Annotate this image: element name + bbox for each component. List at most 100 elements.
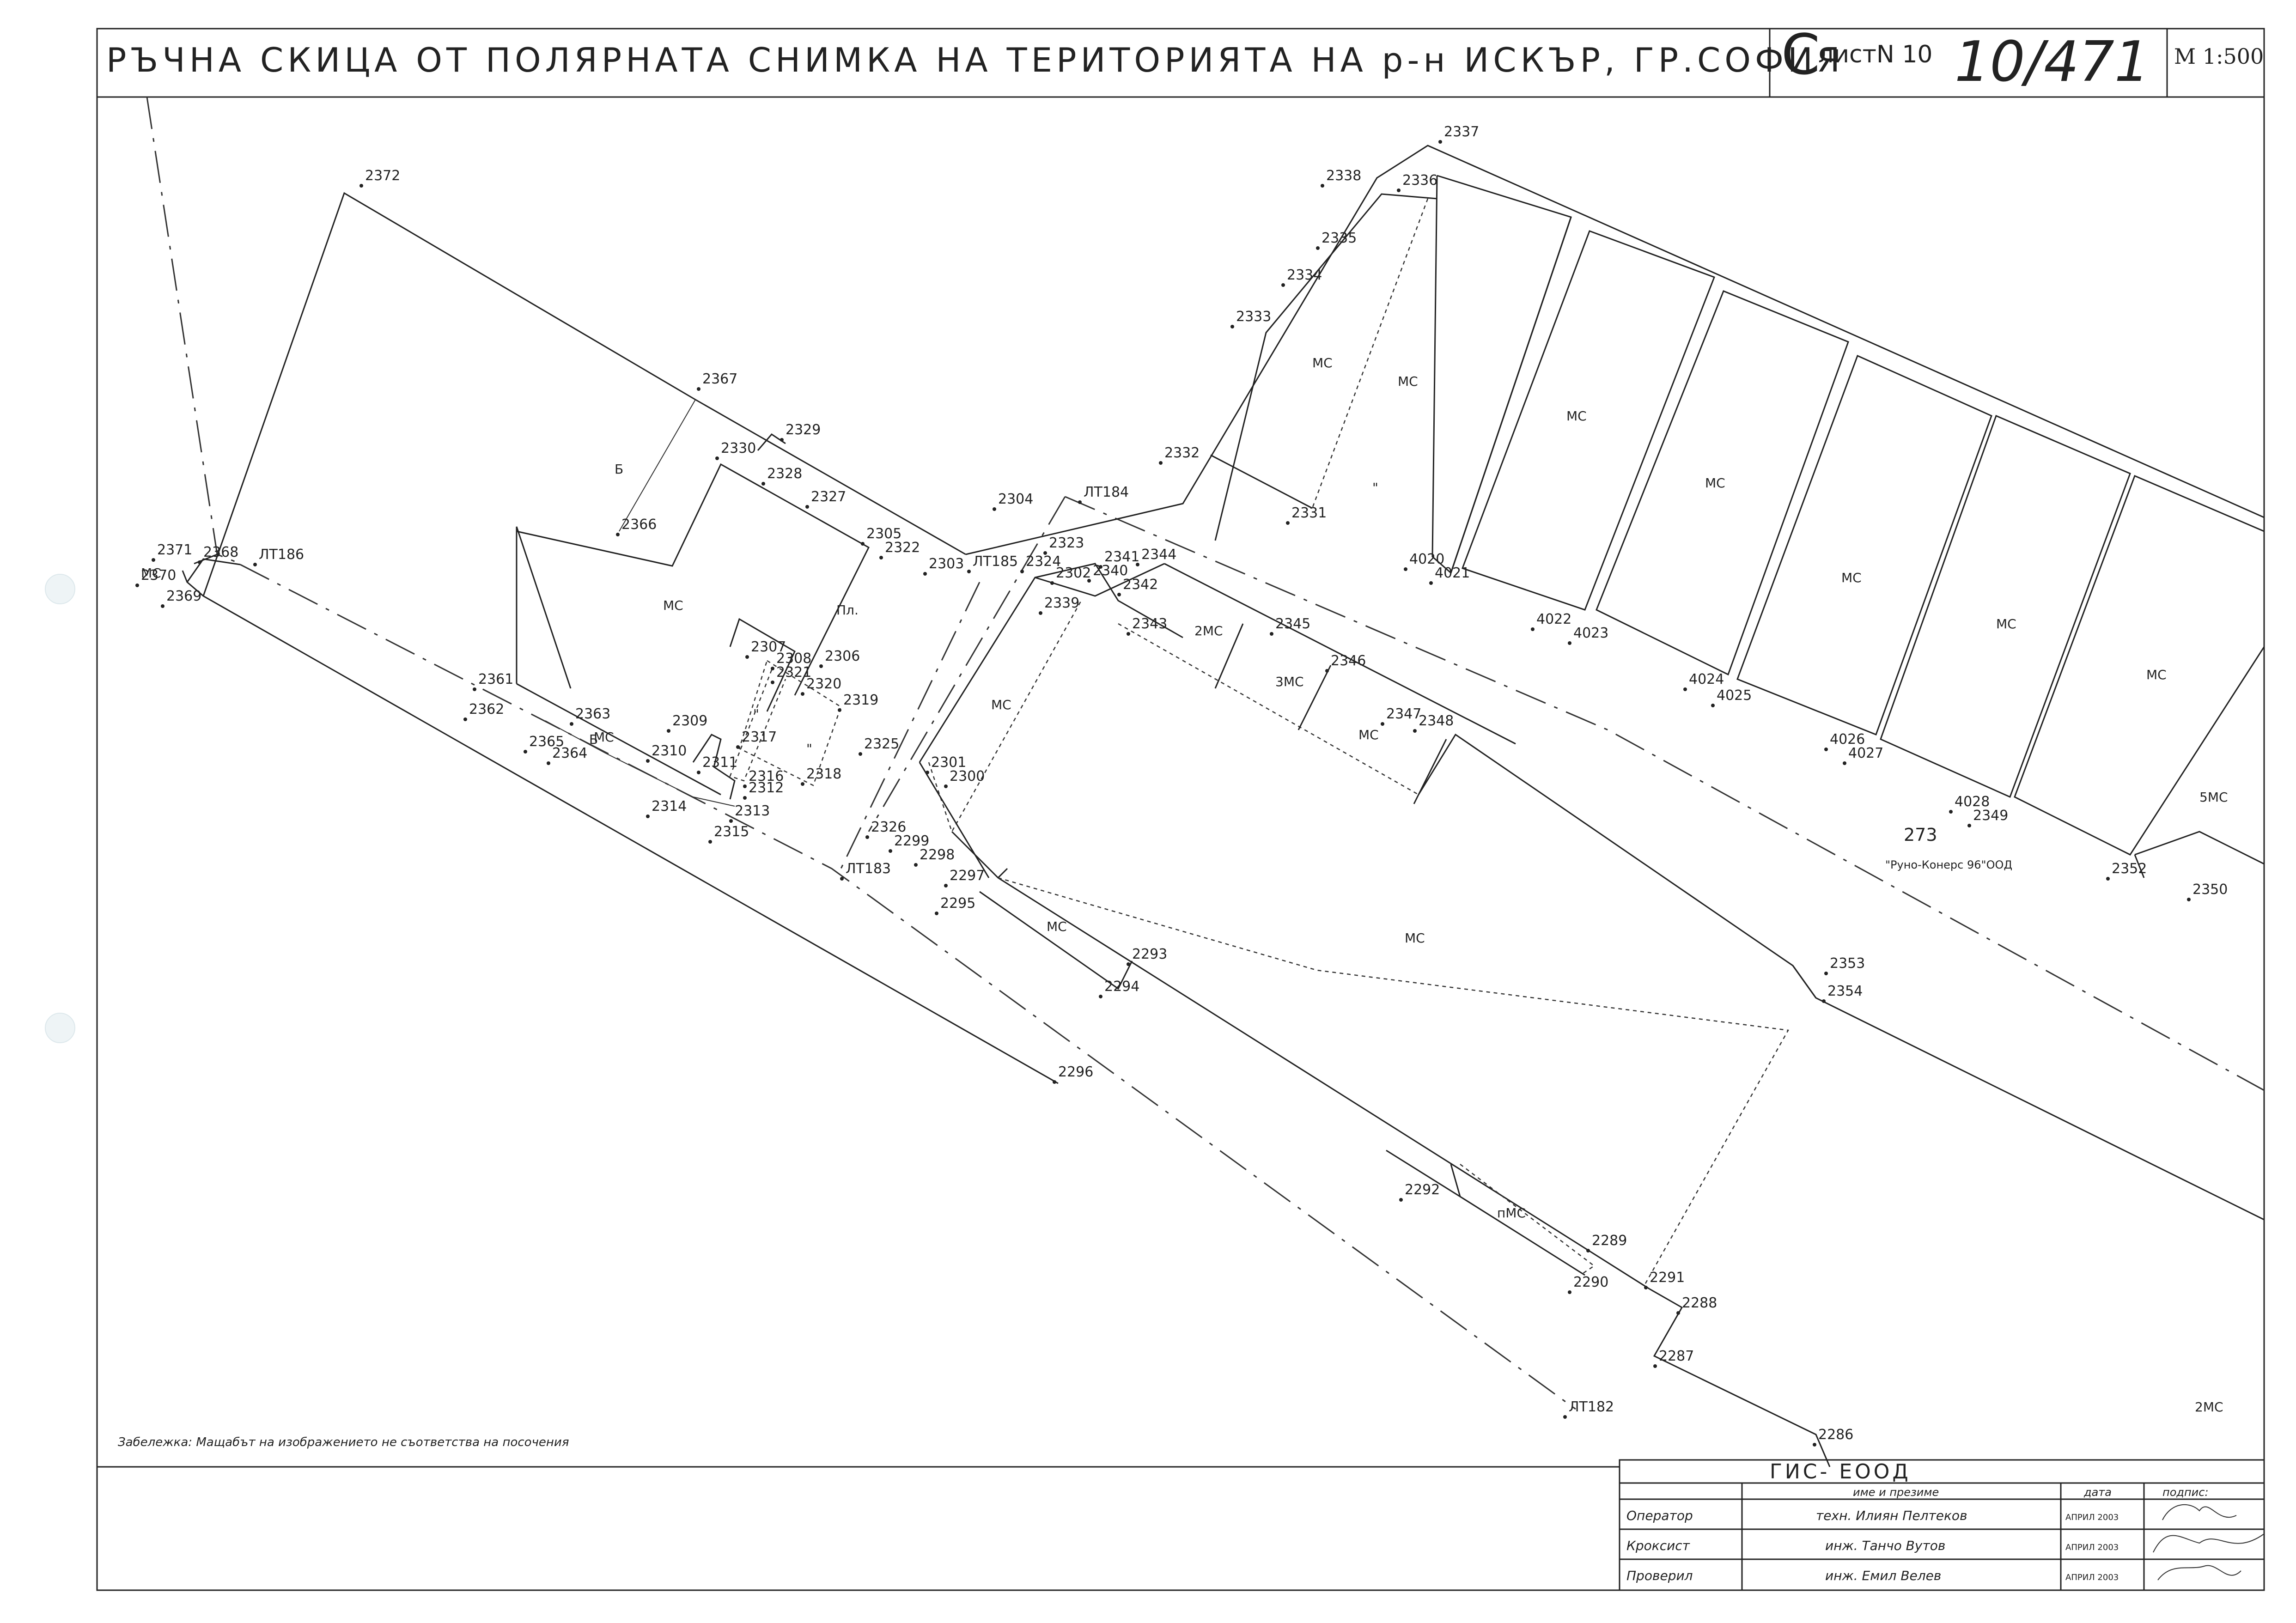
- survey-point-marker: [1531, 627, 1535, 631]
- point-number: 2340: [1093, 563, 1128, 579]
- point-number: 2342: [1123, 577, 1158, 593]
- survey-point-marker: [1078, 500, 1082, 504]
- point-number: 2354: [1827, 983, 1863, 999]
- row-date: АПРИЛ 2003: [2065, 1543, 2119, 1552]
- point-number: ЛТ182: [1569, 1399, 1614, 1415]
- signature-mark: [2162, 1504, 2237, 1520]
- survey-point-marker: [859, 752, 862, 756]
- survey-point-marker: [879, 556, 883, 559]
- area-label: МС: [991, 697, 1011, 712]
- building-outline: [1462, 230, 1715, 611]
- row-date: АПРИЛ 2003: [2065, 1573, 2119, 1582]
- survey-point-marker: [889, 849, 892, 853]
- row-person: инж. Емил Велев: [1825, 1568, 1941, 1583]
- survey-point-marker: [1099, 995, 1102, 998]
- survey-point-marker: [473, 687, 476, 691]
- axis-line: [146, 97, 241, 565]
- point-number: 2293: [1132, 946, 1167, 962]
- survey-point-marker: [1586, 1249, 1590, 1252]
- survey-point-marker: [359, 184, 363, 188]
- area-label: ": [753, 706, 759, 722]
- survey-point-marker: [1824, 972, 1828, 975]
- survey-point-marker: [993, 507, 996, 511]
- point-number: 2309: [672, 713, 707, 729]
- row-role: Оператор: [1626, 1508, 1693, 1523]
- building-outline: [1210, 454, 1313, 509]
- parcel-boundary: [919, 563, 1183, 763]
- point-number: 2361: [478, 671, 513, 687]
- parcel-boundary: [951, 831, 1650, 1290]
- survey-point-marker: [771, 681, 774, 684]
- area-label: 2МС: [2195, 1399, 2223, 1415]
- parcel-boundary: [979, 891, 1133, 990]
- survey-point-marker: [198, 560, 201, 564]
- building-outline: [516, 463, 870, 696]
- point-number: 2300: [950, 768, 985, 784]
- point-number: 2317: [742, 729, 777, 745]
- map-scale: М 1:500: [2174, 44, 2264, 69]
- point-number: 2307: [751, 639, 786, 655]
- parcel-divider: [1297, 665, 1332, 730]
- point-number: 2366: [621, 517, 657, 533]
- point-number: 2332: [1164, 445, 1200, 461]
- survey-point-marker: [840, 877, 844, 881]
- point-number: 2315: [714, 824, 749, 840]
- point-number: 2314: [652, 798, 687, 815]
- building-outline: [692, 734, 736, 800]
- parcel-boundary: [202, 192, 966, 596]
- parcel-boundary: [1460, 1164, 1596, 1276]
- point-number: 2321: [776, 664, 811, 681]
- block-outline: [998, 877, 1790, 1285]
- building-outline: [1880, 414, 2131, 798]
- area-label: МС: [1566, 408, 1587, 424]
- signature-mark: [2153, 1533, 2265, 1553]
- axis-line: [868, 496, 1066, 832]
- annex-outline: [729, 669, 786, 782]
- point-number: 2303: [929, 556, 964, 572]
- survey-point-marker: [2106, 877, 2110, 881]
- survey-point-marker: [1053, 1080, 1056, 1084]
- survey-point-marker: [1136, 563, 1139, 566]
- survey-point-marker: [944, 784, 948, 788]
- parcel-boundary: [619, 399, 696, 532]
- area-label: ": [806, 741, 812, 756]
- building-outline: [2014, 475, 2265, 856]
- area-label: 3МС: [1275, 674, 1304, 689]
- row-role: Проверил: [1626, 1568, 1693, 1583]
- point-number: 2294: [1104, 979, 1139, 995]
- survey-point-marker: [161, 604, 164, 608]
- point-number: 4026: [1830, 731, 1865, 748]
- sheet-frame: [96, 28, 2265, 1591]
- survey-point-marker: [1230, 325, 1234, 328]
- survey-point-marker: [667, 729, 670, 733]
- punch-hole: [45, 1013, 75, 1043]
- point-number: 2336: [1402, 172, 1437, 188]
- area-label: МС: [1358, 727, 1379, 742]
- point-number: 2323: [1049, 535, 1084, 551]
- point-number: 2292: [1405, 1182, 1440, 1198]
- area-label: МС: [663, 598, 683, 613]
- building-outline: [516, 526, 572, 689]
- building-outline: [729, 618, 796, 712]
- point-number: 2364: [552, 745, 587, 761]
- point-number: 2305: [866, 526, 901, 542]
- point-number: 2290: [1573, 1274, 1608, 1290]
- survey-point-marker: [745, 655, 749, 659]
- point-number: 2363: [575, 706, 610, 722]
- area-label: МС: [1398, 374, 1418, 389]
- point-number: 2308: [776, 650, 811, 667]
- area-label: МС: [1996, 616, 2016, 632]
- survey-point-marker: [1043, 551, 1047, 555]
- survey-point-marker: [1568, 1290, 1571, 1294]
- signature-mark: [2157, 1565, 2241, 1580]
- sheet-number: листN 10: [1818, 41, 1933, 68]
- building-outline: [1431, 175, 1572, 574]
- company-name: ГИС- ЕООД: [1770, 1460, 1911, 1483]
- point-number: 2310: [652, 743, 687, 759]
- parcel-boundary: [919, 762, 990, 878]
- survey-point-marker: [819, 664, 823, 668]
- survey-point-marker: [780, 438, 784, 442]
- survey-point-marker: [547, 761, 550, 765]
- sheet-title: РЪЧНА СКИЦА ОТ ПОЛЯРНАТА СНИМКА НА ТЕРИТ…: [106, 41, 1844, 79]
- point-number: 2346: [1331, 653, 1366, 669]
